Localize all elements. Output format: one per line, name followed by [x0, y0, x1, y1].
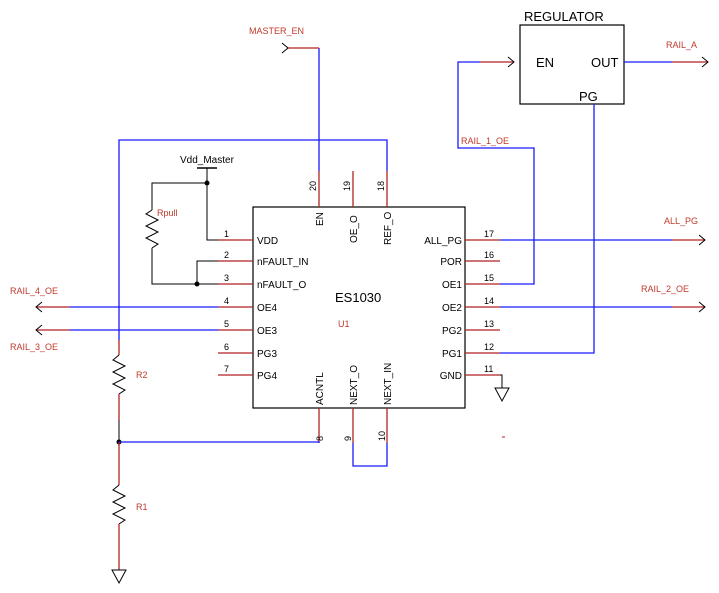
net-label-rail-a: RAIL_A — [666, 40, 697, 50]
regulator-pg-label: PG — [579, 89, 598, 104]
r1-label: R1 — [136, 502, 148, 512]
pin-6-number: 6 — [224, 342, 229, 352]
wire-gnd — [500, 374, 503, 388]
vdd-master-label: Vdd_Master — [180, 155, 235, 166]
pin-9-number: 9 — [343, 436, 353, 441]
wire-rpull-bottom — [151, 248, 218, 285]
pin-7-label: PG4 — [257, 371, 277, 382]
pin-8-number: 8 — [315, 436, 325, 441]
net-label-rail-4-oe: RAIL_4_OE — [10, 286, 58, 296]
regulator-body — [519, 24, 625, 105]
ground-icon-r1 — [111, 569, 127, 585]
right-pin-stubs — [465, 239, 500, 376]
wire-pg1 — [500, 104, 595, 354]
pin-5-label: OE3 — [257, 326, 277, 337]
pin-12-number: 12 — [484, 342, 494, 352]
pin-16-label: POR — [440, 257, 462, 268]
net-label-master-en: MASTER_EN — [249, 26, 304, 36]
rail-3-oe-arrow — [35, 324, 43, 336]
regulator-title: REGULATOR — [524, 9, 604, 24]
regulator-out-label: OUT — [591, 55, 619, 70]
rail-4-oe-arrow — [35, 301, 43, 313]
pin-20-label: EN — [315, 212, 326, 226]
pin-18-label: REF_O — [383, 211, 394, 245]
pin-19-number: 19 — [342, 181, 352, 191]
all-pg-arrow — [698, 234, 706, 246]
pin-13-label: PG2 — [442, 326, 462, 337]
junction-nfault — [194, 281, 200, 287]
net-label-all-pg: ALL_PG — [664, 216, 698, 226]
pin-17-label: ALL_PG — [424, 236, 462, 247]
pin-3-label: nFAULT_O — [257, 280, 306, 291]
pin-11-label: GND — [440, 371, 462, 382]
wire-nfault-in — [196, 260, 218, 284]
pin-10-number: 10 — [377, 431, 387, 441]
pin-18-number: 18 — [376, 181, 386, 191]
pin-6-label: PG3 — [257, 349, 277, 360]
net-label-rail-3-oe: RAIL_3_OE — [10, 342, 58, 352]
r1-resistor — [111, 484, 127, 525]
pin-11-number: 11 — [484, 364, 493, 374]
r2-resistor — [111, 354, 127, 395]
r2-label: R2 — [136, 370, 148, 380]
net-label-rail-2-oe: RAIL_2_OE — [641, 284, 689, 294]
wire-ref-o — [118, 139, 388, 340]
rail-2-oe-arrow — [698, 301, 706, 313]
wire-rpull-top — [151, 182, 207, 210]
pin-19-label: OE_O — [349, 215, 360, 243]
rpull-resistor — [144, 209, 160, 249]
pin-1-number: 1 — [224, 229, 229, 239]
pin-1-label: VDD — [257, 236, 278, 247]
regulator-en-label: EN — [536, 55, 554, 70]
rail-a-arrow — [701, 56, 709, 68]
pin-12-label: PG1 — [442, 349, 462, 360]
pin-5-number: 5 — [224, 319, 229, 329]
pin-4-label: OE4 — [257, 303, 277, 314]
chip-name: ES1030 — [335, 290, 381, 305]
bottom-pin-stubs — [318, 408, 388, 443]
pin-17-number: 17 — [484, 229, 494, 239]
pin-2-label: nFAULT_IN — [257, 257, 309, 268]
wire-vdd — [206, 168, 218, 241]
junction-vdd — [204, 180, 210, 186]
pin-3-number: 3 — [224, 273, 229, 283]
left-pin-stubs — [218, 239, 253, 376]
chip-body — [252, 206, 466, 409]
reg-en-arrow — [507, 56, 515, 68]
pin-13-number: 13 — [484, 319, 494, 329]
ground-icon-chip — [494, 387, 510, 403]
pin-8-label: ACNTL — [315, 372, 326, 405]
pin-14-number: 14 — [484, 296, 494, 306]
wire-acntl — [119, 441, 320, 443]
pin-16-number: 16 — [484, 250, 494, 260]
pin-7-number: 7 — [224, 364, 229, 374]
master-en-arrow — [281, 42, 289, 54]
wire-rail-1-oe — [457, 61, 535, 285]
pin-14-label: OE2 — [442, 303, 462, 314]
pin-10-label: NEXT_IN — [383, 363, 394, 405]
pin-2-number: 2 — [224, 250, 229, 260]
pin-15-label: OE1 — [442, 280, 462, 291]
net-label-rail-1-oe: RAIL_1_OE — [461, 136, 509, 146]
wire-next-loop — [352, 443, 388, 467]
top-pin-stubs — [318, 171, 388, 207]
rpull-label: Rpull — [157, 208, 178, 218]
chip-ref: U1 — [338, 319, 350, 329]
pin-4-number: 4 — [224, 296, 229, 306]
pin-20-number: 20 — [308, 181, 318, 191]
pin-9-label: NEXT_O — [349, 365, 360, 405]
pin-15-number: 15 — [484, 273, 494, 283]
